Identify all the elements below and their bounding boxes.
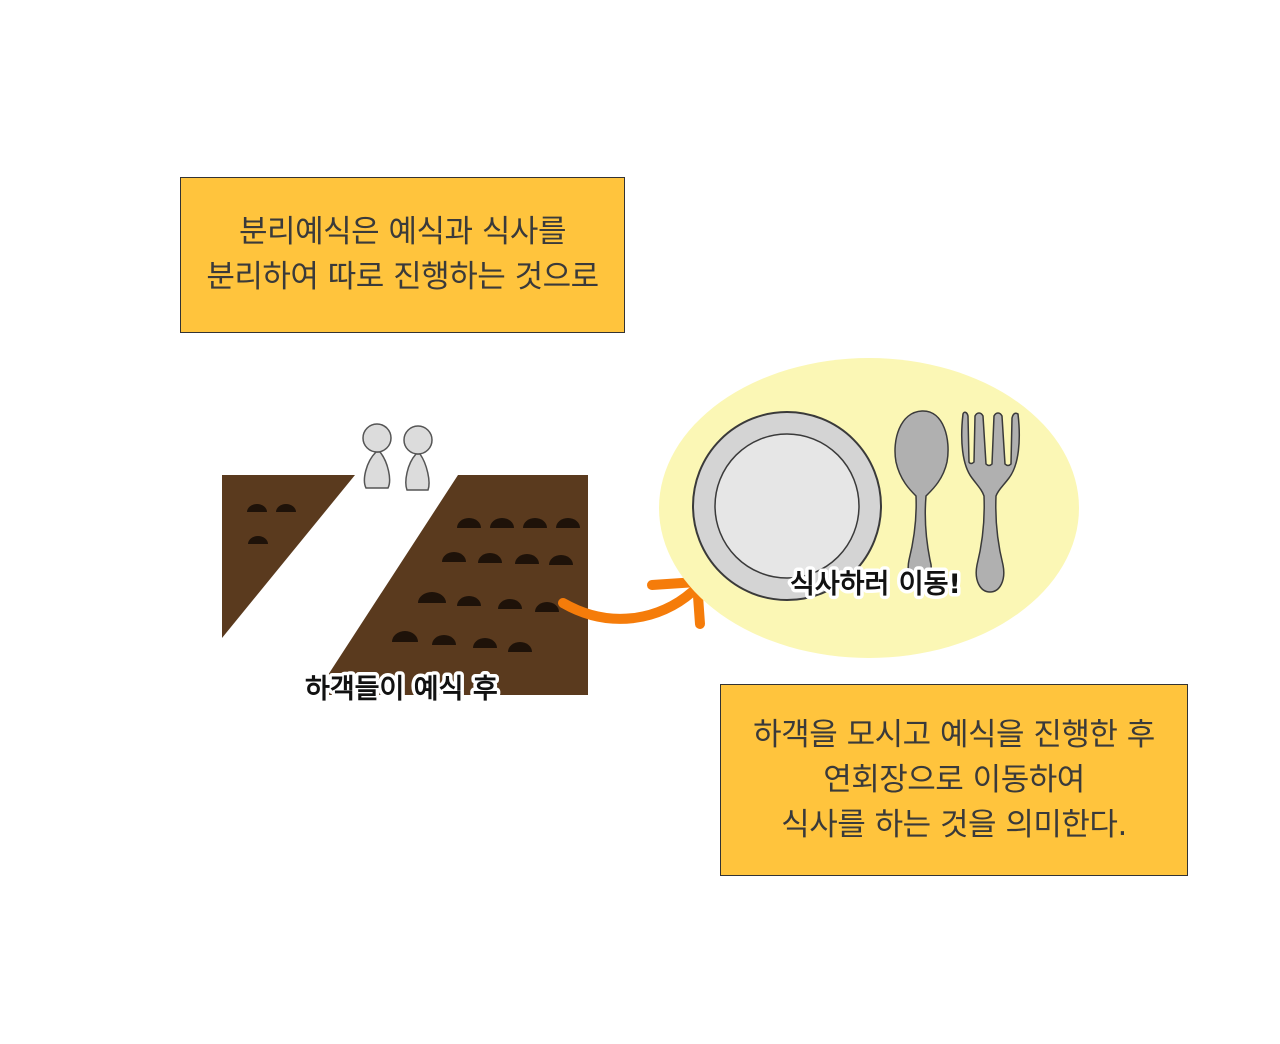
plate-icon bbox=[692, 411, 882, 601]
wedding-hall-icon bbox=[222, 475, 588, 695]
spoon-icon bbox=[894, 410, 949, 585]
bride-groom-figures-icon bbox=[362, 423, 433, 491]
explanation-line-3: 식사를 하는 것을 의미한다. bbox=[781, 806, 1127, 843]
dining-caption: 식사하러 이동! bbox=[790, 569, 961, 600]
intro-line-1: 분리예식은 예식과 식사를 bbox=[239, 214, 566, 250]
explanation-line-1: 하객을 모시고 예식을 진행한 후 bbox=[753, 716, 1155, 753]
intro-text-box: 분리예식은 예식과 식사를 분리하여 따로 진행하는 것으로 bbox=[180, 177, 625, 333]
hall-caption: 하객들이 예식 후 bbox=[305, 674, 498, 705]
intro-line-2: 분리하여 따로 진행하는 것으로 bbox=[206, 259, 599, 295]
explanation-text-box: 하객을 모시고 예식을 진행한 후 연회장으로 이동하여 식사를 하는 것을 의… bbox=[720, 684, 1188, 876]
guest-heads bbox=[247, 504, 580, 652]
fork-icon bbox=[961, 411, 1020, 593]
explanation-line-2: 연회장으로 이동하여 bbox=[823, 761, 1085, 798]
